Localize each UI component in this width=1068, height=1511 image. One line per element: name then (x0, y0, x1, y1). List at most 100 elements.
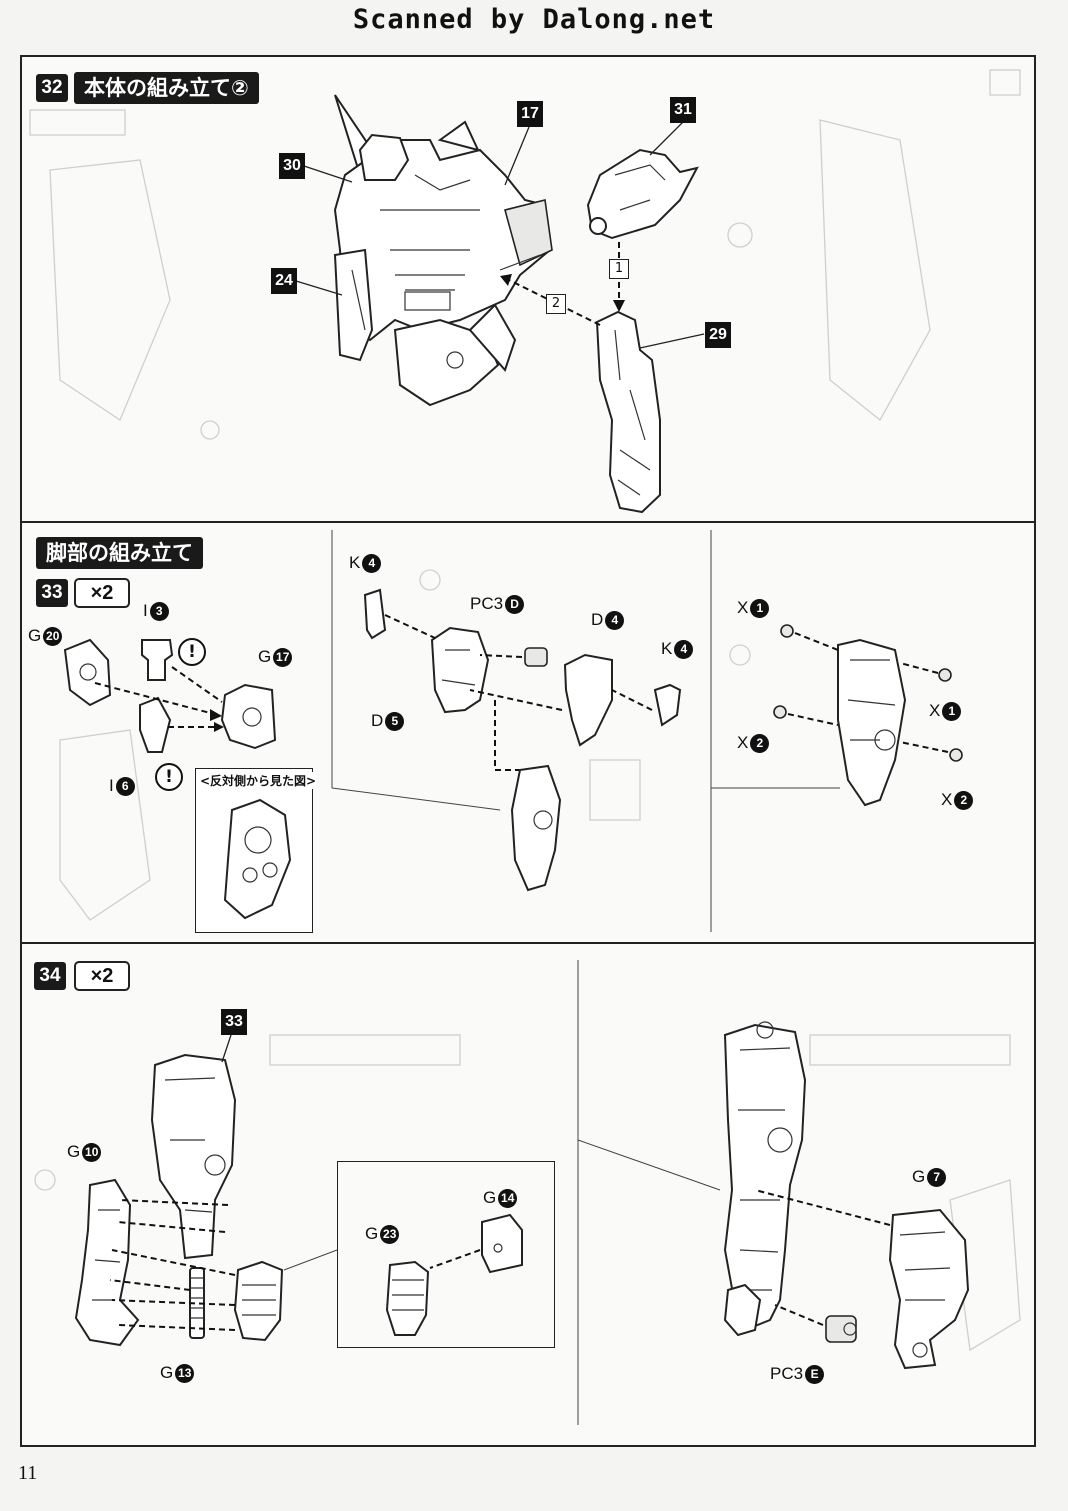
label-g23-letter: G (365, 1224, 379, 1243)
label-g7-letter: G (912, 1167, 926, 1186)
label-i3-num: 3 (149, 602, 169, 622)
assembled-lower-leg-33 (510, 764, 562, 892)
label-g17-letter: G (258, 647, 272, 666)
label-i3-letter: I (143, 601, 148, 620)
part-pc3-e (825, 1315, 857, 1343)
divider-step32-33 (20, 521, 1036, 523)
part-tag-24: 24 (271, 268, 297, 294)
label-k4-left-num: 4 (362, 554, 382, 574)
assembly-order-2: 2 (546, 294, 566, 314)
label-d5-letter: D (371, 711, 384, 730)
sub-assembly-inset (337, 1161, 555, 1348)
label-g23-num: 23 (380, 1225, 400, 1245)
ghost-artwork (29, 69, 1021, 440)
right-complete-leg (723, 1021, 807, 1337)
caution-icon-i6: ! (155, 763, 183, 791)
leg-assembly-title: 脚部の組み立て (36, 537, 203, 569)
part-d4 (563, 653, 613, 747)
part-x2-right (949, 748, 963, 762)
part-29-arm (595, 310, 661, 514)
step-32-title: 本体の組み立て② (74, 72, 259, 104)
assembled-leg-with-x-parts (837, 638, 907, 807)
part-tag-30: 30 (279, 153, 305, 179)
step-32-number: 32 (36, 74, 68, 102)
ghost-artwork-33 (59, 569, 751, 921)
reverse-view-label: <反対側から見た図> (200, 772, 317, 789)
step-33-multiplier: ×2 (74, 578, 130, 608)
step-34-number: 34 (34, 962, 66, 990)
label-g10-num: 10 (82, 1143, 102, 1163)
label-x1-right-num: 1 (942, 702, 962, 722)
label-x2-left-letter: X (737, 733, 749, 752)
part-k4-right (653, 683, 682, 727)
part-x2-left (773, 705, 787, 719)
label-g20-num: 20 (43, 627, 63, 647)
label-pc3-e-letter: PC3 (770, 1364, 804, 1383)
label-g13-letter: G (160, 1363, 174, 1382)
label-x1-right-letter: X (929, 701, 941, 720)
part-g17 (220, 683, 277, 750)
part-x1-right (938, 668, 952, 682)
label-x2-right-letter: X (941, 790, 953, 809)
label-x1-left-num: 1 (750, 599, 770, 619)
label-g10-letter: G (67, 1142, 81, 1161)
scanned-by-header: Scanned by Dalong.net (352, 4, 716, 35)
label-i6-num: 6 (115, 777, 135, 797)
page-number: 11 (18, 1462, 38, 1484)
part-tag-33: 33 (221, 1009, 247, 1035)
label-g20-letter: G (28, 626, 42, 645)
part-tag-31: 31 (670, 97, 696, 123)
step-34-multiplier: ×2 (74, 961, 130, 991)
part-tag-17: 17 (517, 101, 543, 127)
part-k4-left (363, 588, 387, 640)
caution-icon-i3: ! (178, 638, 206, 666)
label-g17-num: 17 (273, 648, 293, 668)
part-g23 (385, 1260, 430, 1336)
assembly-order-1: 1 (609, 259, 629, 279)
label-d4-letter: D (591, 610, 604, 629)
part-tag-29: 29 (705, 322, 731, 348)
label-g13-num: 13 (175, 1364, 195, 1384)
part-x1-left (780, 624, 794, 638)
label-d5-num: 5 (385, 712, 405, 732)
label-g7-num: 7 (927, 1168, 947, 1188)
label-pc3-d-num: D (505, 595, 525, 615)
label-x1-left-letter: X (737, 598, 749, 617)
label-k4-right-letter: K (661, 639, 673, 658)
part-g10 (74, 1178, 140, 1347)
combined-g23-g14-piece (233, 1260, 284, 1342)
label-g14-letter: G (483, 1188, 497, 1207)
label-x2-right-num: 2 (954, 791, 974, 811)
label-pc3-e-num: E (805, 1365, 825, 1385)
part-i3 (141, 639, 174, 681)
label-pc3-d-letter: PC3 (470, 594, 504, 613)
part-pc3-d (524, 647, 548, 667)
part-i6 (139, 696, 172, 753)
part-g7 (888, 1208, 970, 1370)
part-g14 (481, 1213, 523, 1274)
label-d4-num: 4 (605, 611, 625, 631)
label-x2-left-num: 2 (750, 734, 770, 754)
part-g20 (63, 638, 112, 707)
part-31-piece (586, 148, 699, 240)
